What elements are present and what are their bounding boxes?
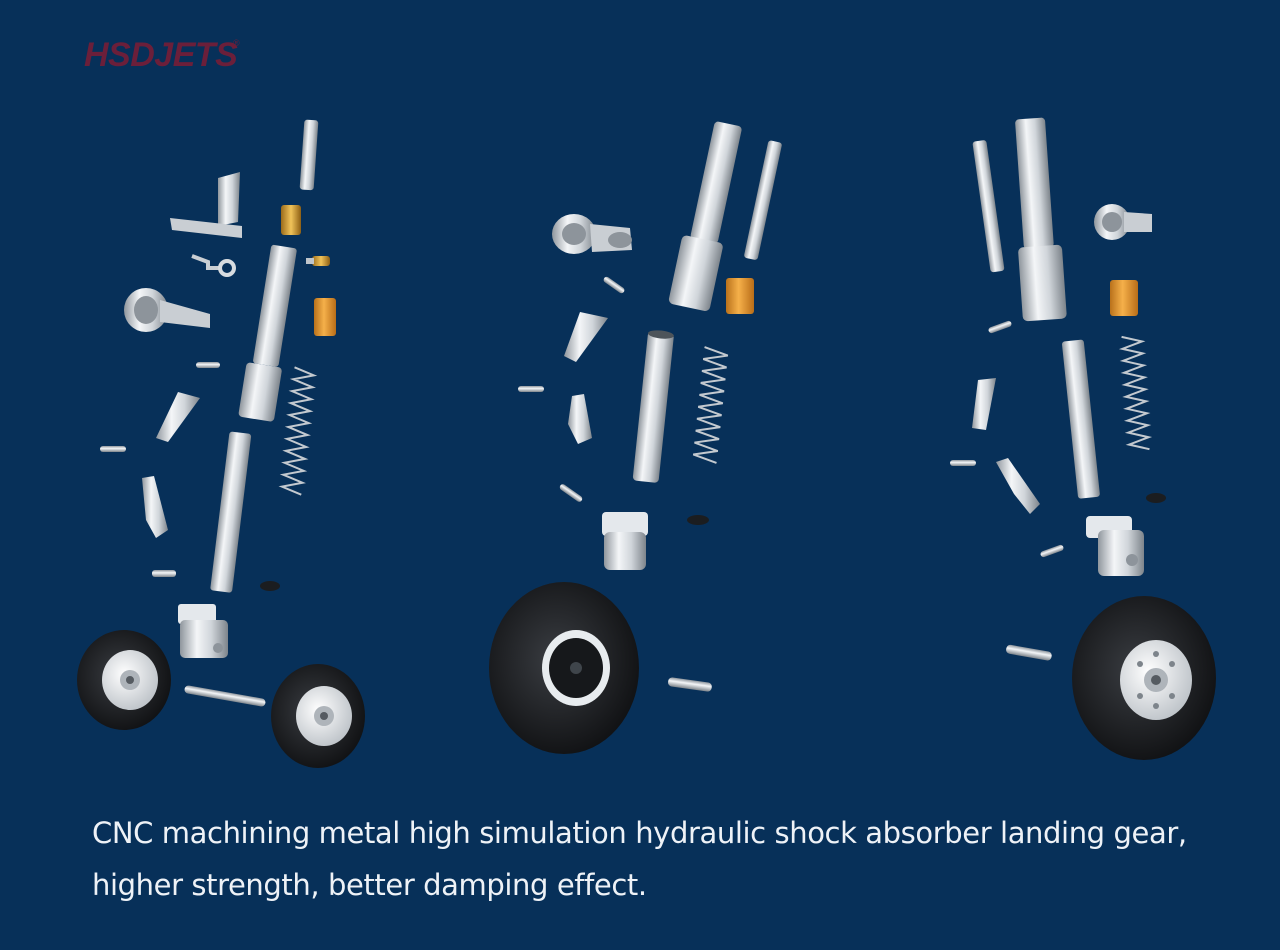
orange-bushing <box>726 278 754 314</box>
bolt <box>518 386 544 392</box>
strut-upper <box>1015 117 1067 322</box>
key-part <box>191 254 236 277</box>
bolt <box>1040 544 1064 558</box>
top-pin <box>299 119 319 191</box>
bolt <box>603 276 625 294</box>
spring <box>278 366 318 496</box>
seal-ring <box>1146 493 1166 503</box>
strut-upper <box>238 244 297 422</box>
piston-tube <box>210 431 252 593</box>
axle <box>184 685 266 707</box>
torque-link-lower <box>142 476 168 538</box>
axle <box>668 677 712 692</box>
orange-bushing <box>314 298 336 336</box>
brass-collar <box>281 205 301 235</box>
caption-line-2: higher strength, better damping effect. <box>92 868 647 902</box>
torque-link-upper <box>156 392 200 442</box>
bolt <box>196 362 220 368</box>
shock-cup <box>552 214 632 254</box>
piston-tube <box>632 330 674 483</box>
axle <box>1006 644 1052 661</box>
bolt <box>988 320 1012 334</box>
assembly-twin-wheel-gear <box>77 119 365 768</box>
wheel-large <box>489 582 639 754</box>
wheel-fork <box>178 604 228 658</box>
wheel-fork <box>1086 516 1144 576</box>
shock-cup <box>1094 204 1152 240</box>
side-link <box>972 140 1005 273</box>
torque-link-lower <box>996 458 1040 514</box>
wheel-right-assembly <box>1072 596 1216 760</box>
side-link <box>744 140 782 260</box>
bolt <box>559 484 583 502</box>
spring <box>1118 335 1153 451</box>
registered-mark: ® <box>233 38 240 48</box>
shock-cup <box>124 288 210 332</box>
torque-link-upper <box>564 312 608 362</box>
strut-upper <box>668 121 742 311</box>
brand-logo: HSDJETS <box>84 36 238 74</box>
bolt <box>152 570 176 577</box>
spring <box>692 346 729 464</box>
mounting-bracket <box>170 172 242 238</box>
bolt <box>950 460 976 466</box>
grease-nipple <box>306 256 330 266</box>
wheel-right <box>271 664 365 768</box>
seal-ring <box>687 515 709 525</box>
assembly-single-wheel-large <box>489 121 782 754</box>
piston-tube <box>1062 339 1100 499</box>
product-caption: CNC machining metal high simulation hydr… <box>92 807 1212 911</box>
assembly-single-wheel-right <box>950 117 1216 760</box>
torque-link-lower <box>568 394 592 444</box>
caption-line-1: CNC machining metal high simulation hydr… <box>92 816 1187 850</box>
seal-ring <box>260 581 280 591</box>
wheel-left <box>77 630 171 730</box>
wheel-fork <box>602 512 648 570</box>
orange-bushing <box>1110 280 1138 316</box>
bolt <box>100 446 126 452</box>
torque-link-upper <box>972 378 996 430</box>
